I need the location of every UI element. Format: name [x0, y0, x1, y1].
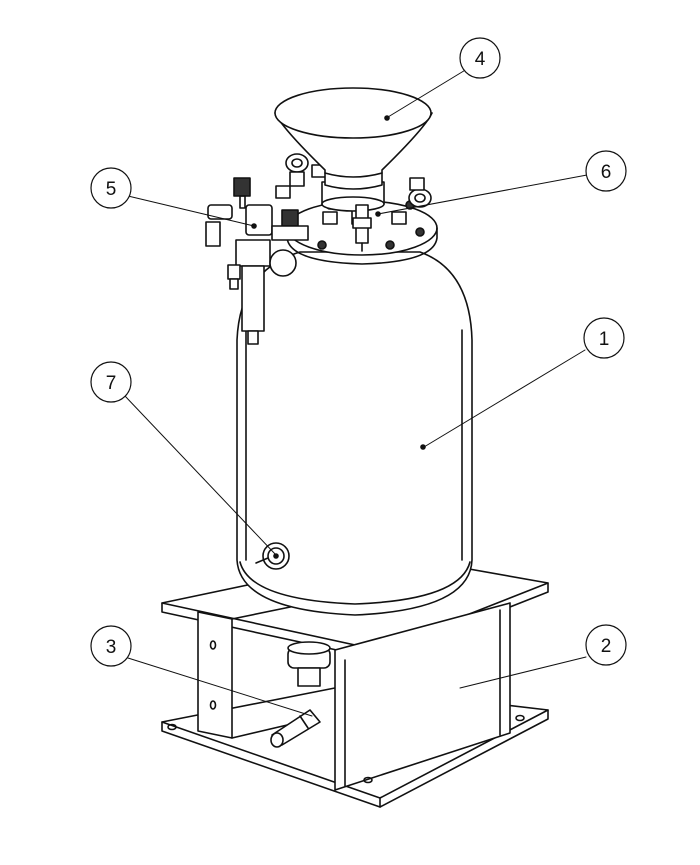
callout-5: 5	[90, 167, 132, 209]
pressure-vessel	[236, 251, 473, 616]
callout-3-label: 3	[106, 637, 117, 658]
callout-7-label: 7	[106, 373, 117, 394]
leader-lines	[124, 68, 588, 717]
air-regulator	[205, 177, 309, 345]
callout-4: 4	[459, 37, 501, 79]
callout-5-label: 5	[106, 179, 117, 200]
drain-fitting	[255, 542, 290, 570]
callout-6: 6	[585, 150, 627, 192]
vent-valve	[352, 204, 381, 252]
outlet-valve	[270, 641, 331, 748]
callout-2: 2	[585, 624, 627, 666]
callouts: 1 2 3 4 5 6 7	[90, 37, 627, 667]
callout-3: 3	[90, 625, 132, 667]
callout-2-label: 2	[601, 636, 612, 657]
callout-6-label: 6	[601, 162, 612, 183]
callout-1-label: 1	[599, 329, 610, 350]
funnel	[274, 87, 433, 212]
callout-1: 1	[583, 317, 625, 359]
callout-7: 7	[90, 361, 132, 403]
callout-4-label: 4	[475, 49, 486, 70]
